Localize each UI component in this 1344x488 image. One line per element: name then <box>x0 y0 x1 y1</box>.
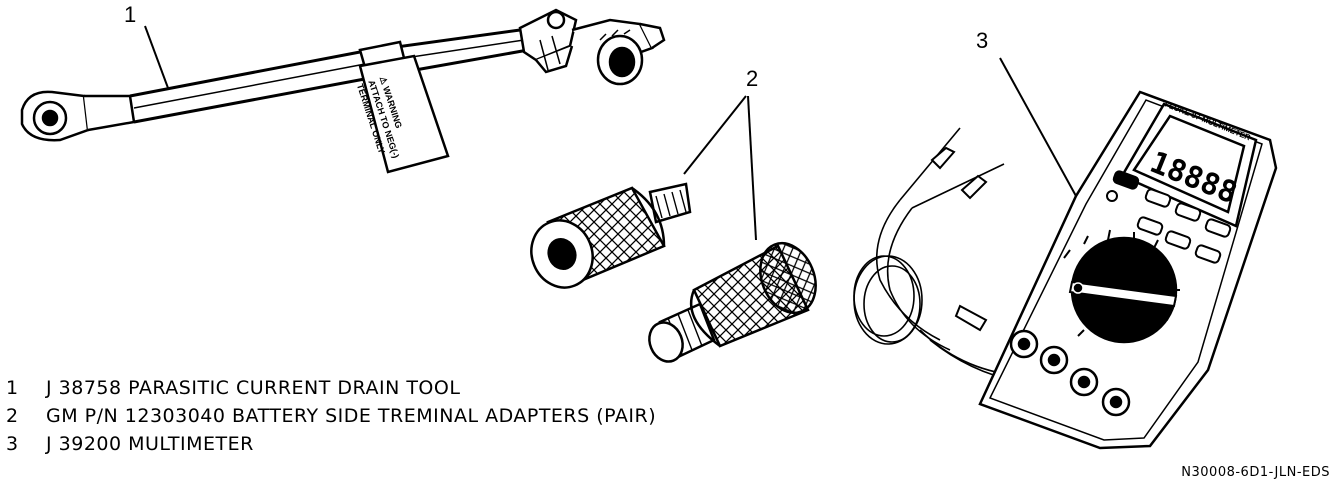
legend-text: J 38758 PARASITIC CURRENT DRAIN TOOL <box>46 377 461 399</box>
adapter-a <box>530 182 692 289</box>
warning-tag: ⚠ WARNING ATTACH TO NEG(-) TERMINAL ONLY <box>355 54 450 174</box>
adapter-b <box>648 241 817 363</box>
figure-code: N30008-6D1-JLN-EDS <box>1181 465 1330 480</box>
callout-3: 3 <box>976 28 989 53</box>
legend-row: 2 GM P/N 12303040 BATTERY SIDE TREMINAL … <box>6 402 656 430</box>
disconnect-switch <box>518 8 666 86</box>
legend-text: GM P/N 12303040 BATTERY SIDE TREMINAL AD… <box>46 405 657 427</box>
terminal-adapters <box>530 95 817 363</box>
parts-legend: 1 J 38758 PARASITIC CURRENT DRAIN TOOL 2… <box>6 374 656 458</box>
legend-text: J 39200 MULTIMETER <box>46 433 254 455</box>
input-jacks <box>1009 329 1131 417</box>
legend-number: 2 <box>6 405 19 427</box>
leader-2a <box>683 95 747 175</box>
callout-2: 2 <box>746 66 759 91</box>
legend-number: 1 <box>6 377 19 399</box>
meter-buttons <box>1106 170 1232 264</box>
leader-2b <box>747 95 757 241</box>
ring-terminal <box>20 90 136 142</box>
legend-row: 1 J 38758 PARASITIC CURRENT DRAIN TOOL <box>6 374 656 402</box>
leader-3 <box>999 57 1077 197</box>
legend-number: 3 <box>6 433 19 455</box>
callout-1: 1 <box>124 2 137 27</box>
test-leads <box>853 127 1042 388</box>
legend-row: 3 J 39200 MULTIMETER <box>6 430 656 458</box>
multimeter: 18888 FLUKE 87 MULTIMETER <box>853 57 1278 450</box>
rotary-dial <box>1063 229 1180 344</box>
leader-1 <box>144 25 169 89</box>
drain-tool: ⚠ WARNING ATTACH TO NEG(-) TERMINAL ONLY <box>20 8 666 174</box>
